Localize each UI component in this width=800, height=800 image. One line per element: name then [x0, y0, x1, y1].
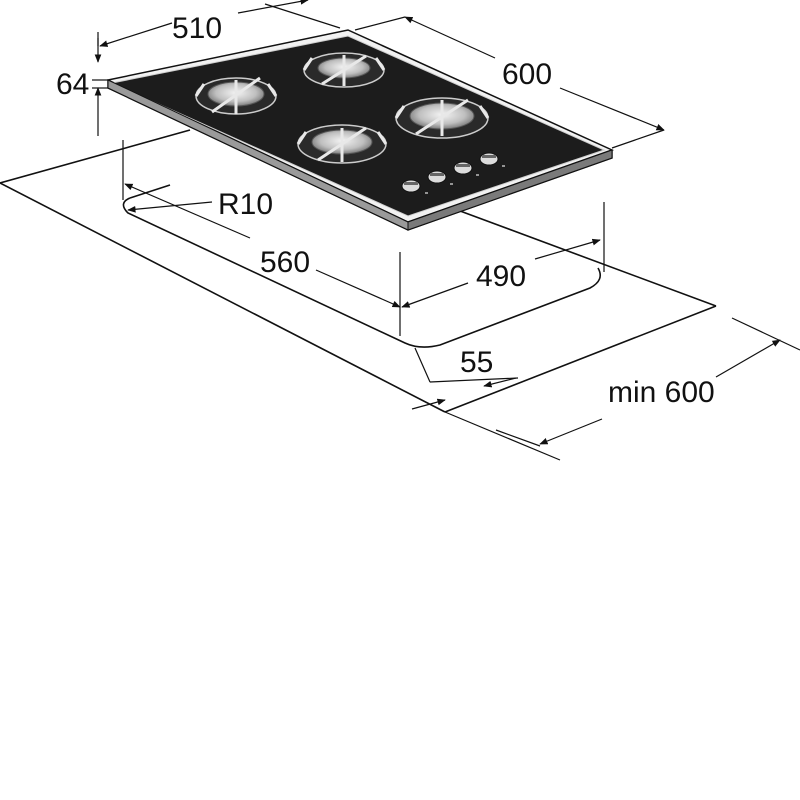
worktop-outline	[0, 129, 717, 413]
dimension-490: 490	[401, 202, 605, 308]
dimension-label-560: 560	[260, 246, 310, 279]
cutout-outline	[122, 184, 601, 348]
control-knob-icon	[401, 179, 421, 193]
dimension-min-600: min 600	[444, 317, 800, 461]
burner-rear-left	[194, 76, 278, 115]
dimension-label-64: 64	[56, 68, 89, 101]
dimension-55: 55	[411, 346, 519, 410]
dimension-label-490: 490	[476, 260, 526, 293]
gas-burner-icon	[394, 97, 490, 139]
dimension-label-min-600: min 600	[608, 376, 715, 409]
control-knob-icon	[479, 152, 499, 166]
burner-front-left	[296, 124, 388, 164]
gas-burner-icon	[194, 76, 278, 115]
gas-burner-icon	[302, 52, 386, 88]
dimension-label-r10: R10	[218, 188, 273, 221]
dimension-600-top: 600	[354, 16, 665, 149]
dimension-label-510: 510	[172, 12, 222, 45]
dimension-64: 64	[56, 32, 108, 136]
burner-front-right	[394, 97, 490, 139]
dimension-560: 560	[122, 140, 401, 336]
control-knob-icon	[427, 170, 447, 184]
control-knobs	[401, 152, 505, 194]
dimension-r10: R10	[127, 188, 273, 221]
dimension-label-55: 55	[460, 346, 493, 379]
burner-rear-right	[302, 52, 386, 88]
gas-burner-icon	[296, 124, 388, 164]
dimension-label-600-top: 600	[502, 58, 552, 91]
control-knob-icon	[453, 161, 473, 175]
dimension-510: 510	[97, 0, 341, 47]
